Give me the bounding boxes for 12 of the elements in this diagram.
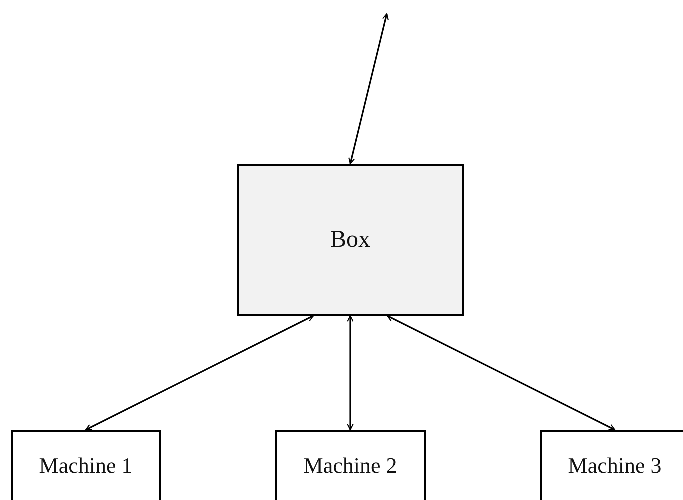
box-label: Machine 1 <box>39 453 133 479</box>
box-label: Machine 2 <box>304 453 398 479</box>
arrow <box>347 315 354 431</box>
machine-box <box>275 430 426 500</box>
arrow <box>386 315 616 431</box>
box-label: Machine 3 <box>568 453 662 479</box>
box-label: Box <box>330 226 370 254</box>
machine-box <box>11 430 161 500</box>
process-box <box>237 164 464 316</box>
arrow <box>348 13 389 165</box>
machine-box <box>540 430 683 500</box>
arrow <box>85 315 314 431</box>
